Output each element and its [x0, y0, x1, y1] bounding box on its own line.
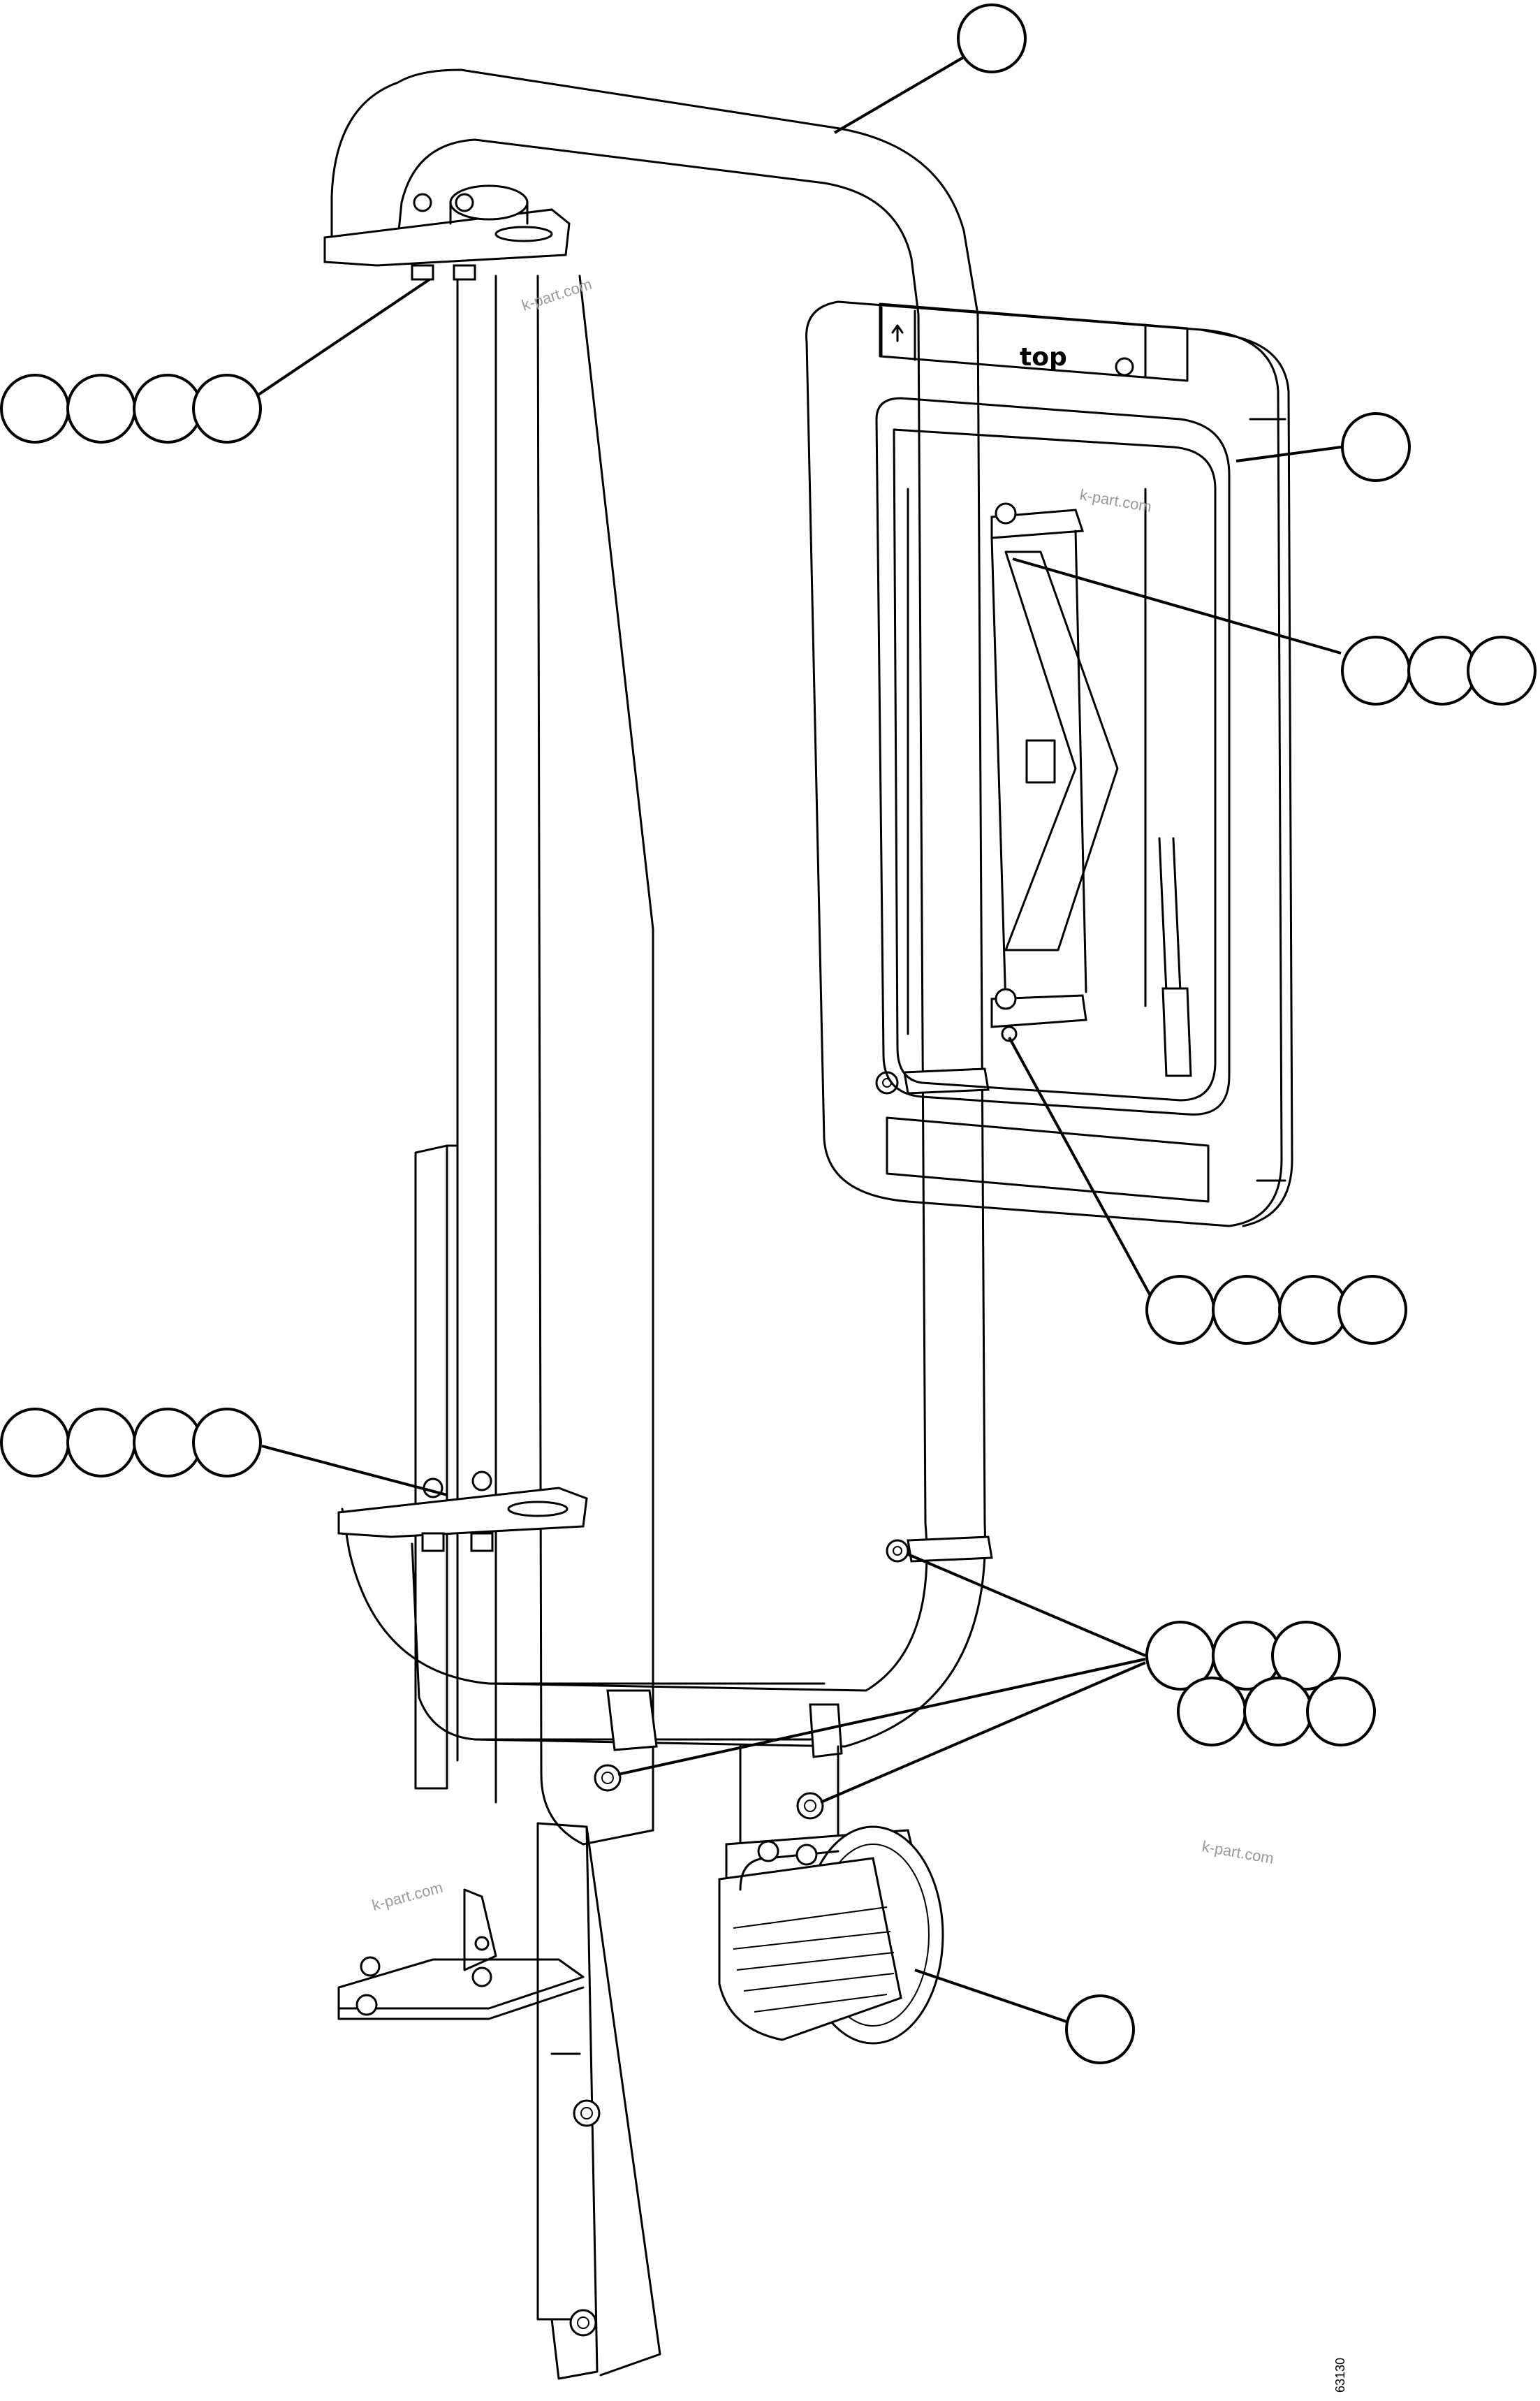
drawing-code: 63130 — [1333, 2358, 1347, 2393]
callout-balloons — [0, 3, 1537, 2064]
callout-balloon — [1341, 412, 1411, 482]
mirror-top-label: top — [891, 324, 1134, 377]
work-light — [718, 1825, 944, 2045]
callout-balloon — [1341, 636, 1411, 706]
lower-support-plate — [536, 1822, 661, 2380]
callout-balloon — [133, 1408, 203, 1477]
callout-balloon — [1065, 1994, 1135, 2064]
callout-balloon — [1278, 1275, 1348, 1345]
mounting-post — [414, 275, 654, 1846]
hardware-bolts — [355, 1071, 909, 2337]
callout-balloon — [1467, 636, 1537, 706]
callout-balloon — [1212, 1275, 1282, 1345]
watermark: k-part.com — [1078, 486, 1153, 516]
callout-balloon — [957, 3, 1027, 73]
watermark: k-part.com — [370, 1878, 445, 1914]
callout-balloon — [66, 374, 136, 444]
top-text: top — [1020, 343, 1067, 372]
callout-balloon — [133, 374, 203, 444]
callout-balloon — [192, 374, 262, 444]
leader-lines — [257, 48, 1342, 2024]
callout-balloon — [1177, 1677, 1247, 1746]
light-mount-tube — [474, 1682, 843, 1846]
callout-balloon — [1271, 1621, 1341, 1691]
callout-balloon — [1145, 1275, 1215, 1345]
mirror-bracket — [990, 502, 1119, 1042]
callout-balloon — [0, 1408, 70, 1477]
tube-clamps — [903, 1067, 993, 1563]
callout-balloon — [1337, 1275, 1407, 1345]
mirror-head — [805, 300, 1293, 1227]
callout-balloon — [192, 1408, 262, 1477]
base-bracket — [337, 1888, 585, 2020]
callout-balloon — [66, 1408, 136, 1477]
callout-balloon — [0, 374, 70, 444]
watermark: k-part.com — [1201, 1837, 1275, 1867]
callout-balloon — [1407, 636, 1477, 706]
upper-clamp-plate — [323, 184, 571, 281]
callout-balloon — [1306, 1677, 1376, 1746]
lower-clamp-plate — [337, 1470, 588, 1552]
callout-balloon — [1243, 1677, 1313, 1746]
